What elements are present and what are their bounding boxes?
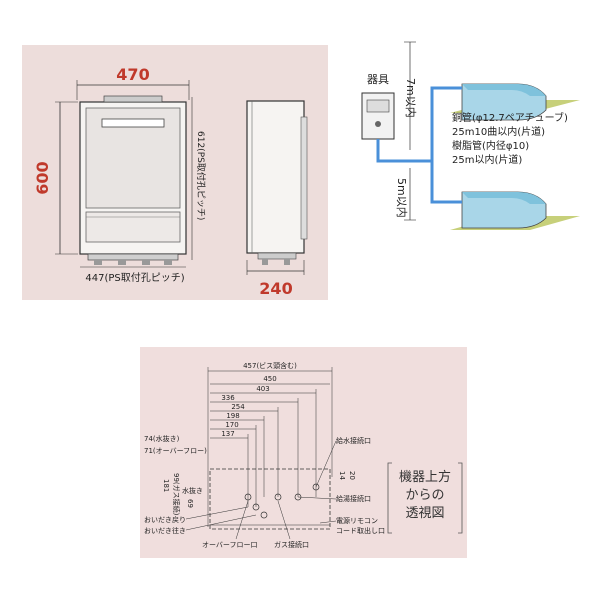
dim-254: 254 bbox=[231, 403, 245, 411]
reheat-supply-label: おいだき往き bbox=[144, 526, 186, 535]
hot-water-outlet-label: 給湯接続口 bbox=[336, 494, 371, 503]
rdim-14: 14 bbox=[338, 471, 346, 480]
pitch-height-label: 612(PS取付孔ピッチ) bbox=[195, 131, 206, 220]
dimension-drawing: 470 600 612(PS取付孔ピッチ) 447(PS取付孔ピッチ) 240 bbox=[33, 65, 308, 298]
dim-170: 170 bbox=[225, 421, 238, 429]
spec-line-4: 25m以内(片道) bbox=[452, 153, 522, 166]
bottom-fittings bbox=[87, 253, 179, 265]
lower-pipe bbox=[430, 161, 462, 204]
dim-198: 198 bbox=[226, 412, 239, 420]
spec-line-2: 25m10曲以内(片道) bbox=[452, 125, 545, 138]
pipe-spec-text: 銅管(φ12.7ペアチューブ) 25m10曲以内(片道) 樹脂管(内径φ10) … bbox=[452, 111, 568, 166]
note-line-2: からの bbox=[405, 488, 445, 503]
cord-outlet-label: コード取出し口 bbox=[336, 526, 385, 535]
bottom-view-panel: 457(ビス頭含む) 450 403 336 254 198 170 137 bbox=[140, 347, 467, 558]
vdim-181: 181 bbox=[162, 479, 170, 492]
width-dimension-label: 470 bbox=[116, 65, 149, 84]
power-remote-label: 電源リモコン bbox=[336, 516, 378, 525]
upper-bathtub-icon bbox=[450, 83, 580, 121]
dim-457: 457(ビス頭含む) bbox=[243, 361, 297, 370]
perspective-note: 機器上方 からの 透視図 bbox=[392, 469, 458, 523]
upper-distance-label: 7m以内 bbox=[404, 78, 418, 118]
top-bracket bbox=[103, 95, 163, 103]
heater-side-body bbox=[246, 100, 305, 254]
lower-distance-label: 5m以内 bbox=[395, 178, 409, 218]
overflow-dim-label: 71(オーバーフロー) bbox=[144, 447, 207, 455]
front-view-panel: 470 600 612(PS取付孔ピッチ) 447(PS取付孔ピッチ) 240 bbox=[22, 45, 328, 300]
top-dimensions: 457(ビス頭含む) 450 403 336 254 198 170 137 bbox=[207, 361, 333, 527]
bottom-view-drawing: 457(ビス頭含む) 450 403 336 254 198 170 137 bbox=[144, 361, 463, 549]
water-inlet-label: 給水接続口 bbox=[336, 436, 371, 445]
dim-450: 450 bbox=[263, 375, 276, 383]
dim-336: 336 bbox=[221, 394, 235, 402]
dim-403: 403 bbox=[256, 385, 269, 393]
lower-cover bbox=[85, 211, 181, 243]
overflow-port-label: オーバーフロー口 bbox=[202, 541, 258, 549]
lower-bathtub-icon bbox=[450, 191, 580, 230]
vdim-69: 69 bbox=[186, 499, 194, 508]
remote-controller-icon bbox=[361, 92, 395, 140]
exhaust-vent bbox=[101, 118, 165, 128]
device-bottom-outline bbox=[209, 468, 331, 530]
pitch-width-label: 447(PS取付孔ピッチ) bbox=[85, 271, 184, 284]
device-label: 器具 bbox=[367, 73, 389, 86]
note-line-1: 機器上方 bbox=[398, 470, 451, 485]
reheat-return-label: おいだき戻り bbox=[144, 515, 186, 524]
drain-dim-label: 74(水抜き) bbox=[144, 434, 180, 443]
side-fittings bbox=[257, 252, 297, 265]
note-line-3: 透視図 bbox=[405, 506, 445, 521]
height-dimension-label: 600 bbox=[33, 161, 52, 194]
vdim-99: 99(ガス接続) bbox=[172, 473, 181, 516]
dim-137: 137 bbox=[221, 430, 234, 438]
spec-line-1: 銅管(φ12.7ペアチューブ) bbox=[452, 111, 568, 124]
drain-label: 水抜き bbox=[182, 486, 203, 495]
rdim-20: 20 bbox=[348, 471, 356, 480]
gas-port-label: ガス接続口 bbox=[274, 540, 309, 549]
spec-line-3: 樹脂管(内径φ10) bbox=[452, 139, 529, 152]
piping-diagram: 器具 7m以内 5m以内 銅管(φ12.7ペアチューブ) 25m10曲以内(片道… bbox=[340, 40, 600, 300]
depth-dimension-label: 240 bbox=[259, 279, 292, 298]
